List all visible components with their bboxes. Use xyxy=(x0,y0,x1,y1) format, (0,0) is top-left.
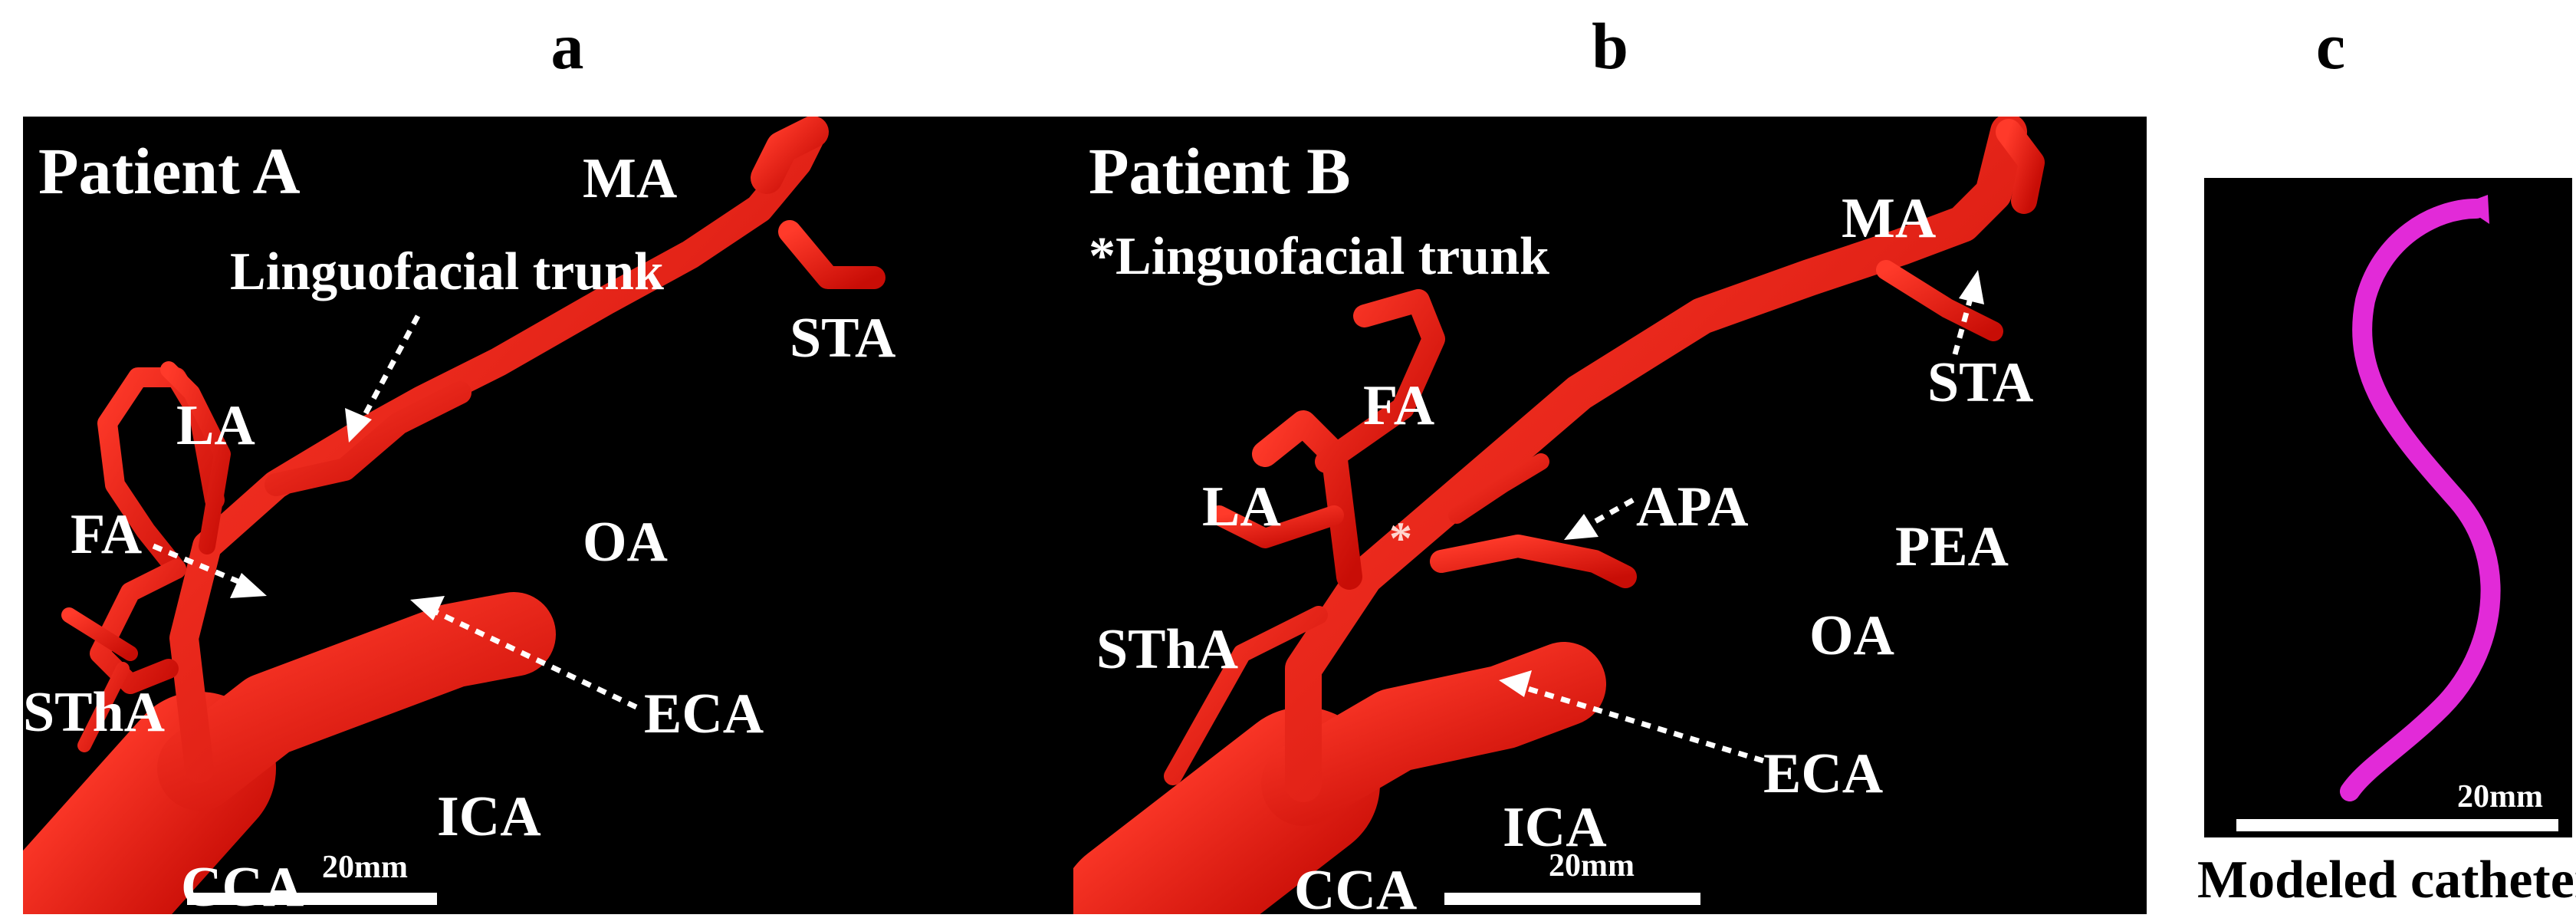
panel-a-scale-bar xyxy=(187,893,437,905)
panel-c-render: 20mm xyxy=(2204,178,2572,837)
label-fa-b: FA xyxy=(1363,374,1435,437)
label-sta: STA xyxy=(790,307,896,370)
label-fa: FA xyxy=(71,503,143,566)
panel-a-patient-label: Patient A xyxy=(38,134,301,208)
panel-b-patient-label: Patient B xyxy=(1089,134,1351,208)
label-stha: SThA xyxy=(23,681,166,744)
panel-c-scale-bar xyxy=(2236,819,2558,831)
label-ma: MA xyxy=(583,147,678,210)
label-ma-b: MA xyxy=(1842,187,1937,250)
label-eca: ECA xyxy=(644,683,764,745)
label-la-b: LA xyxy=(1202,475,1281,538)
panel-label-c: c xyxy=(2315,9,2346,83)
label-oa: OA xyxy=(583,511,668,574)
panel-b-linguofacial-note: *Linguofacial trunk xyxy=(1089,227,1549,286)
panel-b-scale-bar xyxy=(1444,893,1700,905)
label-oa-b: OA xyxy=(1809,604,1894,667)
panel-c-scale-label: 20mm xyxy=(2457,779,2543,814)
panel-a-render: Patient A MA STA Linguofacial trunk LA F… xyxy=(23,117,1081,914)
label-pea-b: PEA xyxy=(1895,515,2009,578)
label-cca-b: CCA xyxy=(1294,859,1418,914)
label-cca: CCA xyxy=(181,856,304,914)
panel-b-vessel-model xyxy=(1073,117,2045,914)
label-la: LA xyxy=(176,394,255,457)
panel-label-b: b xyxy=(1592,9,1628,83)
label-stha-b: SThA xyxy=(1096,618,1239,681)
panel-c-caption: Modeled catheter xyxy=(2197,851,2576,910)
label-eca-b: ECA xyxy=(1763,742,1884,805)
panel-a-scale-label: 20mm xyxy=(322,850,408,885)
catheter-model xyxy=(2340,195,2501,801)
label-ica: ICA xyxy=(437,785,541,848)
linguofacial-trunk-marker: * xyxy=(1389,513,1412,564)
label-ica-b: ICA xyxy=(1503,796,1607,859)
panel-b-render: Patient B *Linguofacial trunk MA STA FA … xyxy=(1073,117,2147,914)
panel-label-a: a xyxy=(550,9,584,83)
label-apa-b: APA xyxy=(1636,475,1749,538)
label-linguofacial-trunk: Linguofacial trunk xyxy=(230,242,664,301)
label-sta-b: STA xyxy=(1927,351,2034,414)
panel-a-vessel-model xyxy=(23,117,886,914)
panel-b-scale-label: 20mm xyxy=(1549,848,1635,883)
